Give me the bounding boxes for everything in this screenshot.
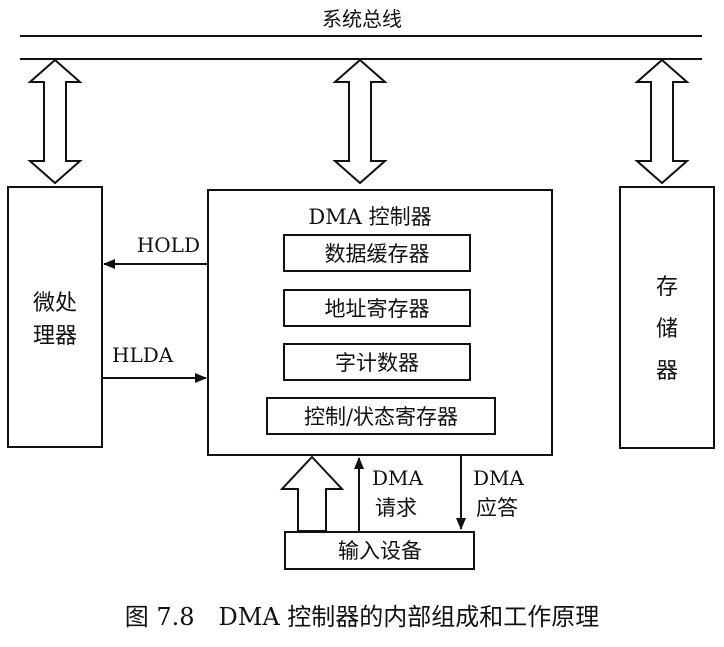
memory-label-2: 储 (656, 317, 678, 342)
cpu-box (7, 186, 103, 448)
data-buffer-register-label: 数据缓存器 (325, 242, 430, 266)
cpu-label-line1: 微处 (33, 291, 77, 316)
word-counter (283, 343, 471, 381)
figure-caption: 图 7.8 DMA 控制器的内部组成和工作原理 (125, 603, 600, 631)
memory-box (619, 186, 715, 449)
dma-request-label-line1: DMA (372, 466, 424, 490)
data-buffer-register (283, 234, 471, 272)
dma-bus-double-arrow (332, 58, 388, 185)
memory-label-3: 器 (656, 359, 678, 384)
cpu-bus-double-arrow (27, 58, 83, 185)
hold-label: HOLD (137, 233, 200, 257)
control-status-register (266, 397, 496, 435)
hlda-label: HLDA (112, 343, 174, 367)
io-data-hollow-arrow (279, 455, 345, 532)
word-counter-label: 字计数器 (335, 351, 419, 375)
dma-ack-label-line1: DMA (473, 466, 525, 490)
memory-label-1: 存 (656, 275, 678, 300)
input-device-label: 输入设备 (338, 539, 422, 563)
dma-controller-title: DMA 控制器 (308, 205, 431, 229)
cpu-label-line2: 理器 (33, 324, 77, 349)
bus-label: 系统总线 (322, 7, 402, 31)
address-register (283, 289, 471, 327)
control-status-register-label: 控制/状态寄存器 (304, 405, 458, 429)
input-device-box (284, 531, 475, 570)
memory-bus-double-arrow (634, 58, 690, 185)
address-register-label: 地址寄存器 (325, 297, 430, 321)
dma-request-label-line2: 请求 (375, 496, 417, 520)
dma-ack-label-line2: 应答 (476, 496, 518, 520)
